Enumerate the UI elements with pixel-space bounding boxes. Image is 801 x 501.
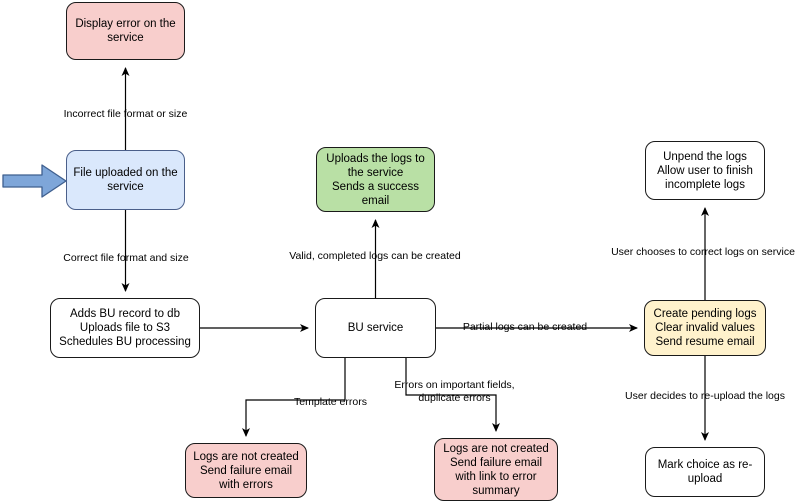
node-adds-bu-record[interactable]: Adds BU record to db Uploads file to S3 … — [50, 298, 200, 358]
edge-label-correct-format: Correct file format and size — [63, 252, 189, 264]
edge-label-partial-logs: Partial logs can be created — [462, 321, 588, 333]
node-logs-not-created-summary[interactable]: Logs are not created Send failure email … — [434, 438, 558, 501]
edge-label-valid-logs: Valid, completed logs can be created — [289, 250, 461, 262]
edge-label-correct-on-service: User chooses to correct logs on service — [611, 246, 795, 258]
node-logs-not-created-errors[interactable]: Logs are not created Send failure email … — [185, 443, 307, 498]
node-uploads-logs[interactable]: Uploads the logs to the service Sends a … — [316, 147, 435, 212]
edge-label-re-upload: User decides to re-upload the logs — [625, 390, 785, 402]
edge-label-template-errors: Template errors — [294, 396, 367, 408]
node-bu-service[interactable]: BU service — [315, 298, 436, 358]
edge-label-important-errors: Errors on important fields, duplicate er… — [394, 379, 515, 404]
node-mark-reupload[interactable]: Mark choice as re- upload — [645, 447, 765, 497]
node-create-pending-logs[interactable]: Create pending logs Clear invalid values… — [644, 300, 766, 356]
edge-label-incorrect-format: Incorrect file format or size — [63, 108, 188, 120]
entry-arrow-icon — [2, 164, 67, 198]
node-file-uploaded[interactable]: File uploaded on the service — [66, 150, 185, 210]
node-unpend-logs[interactable]: Unpend the logs Allow user to finish inc… — [645, 141, 765, 200]
node-display-error[interactable]: Display error on the service — [66, 2, 185, 60]
